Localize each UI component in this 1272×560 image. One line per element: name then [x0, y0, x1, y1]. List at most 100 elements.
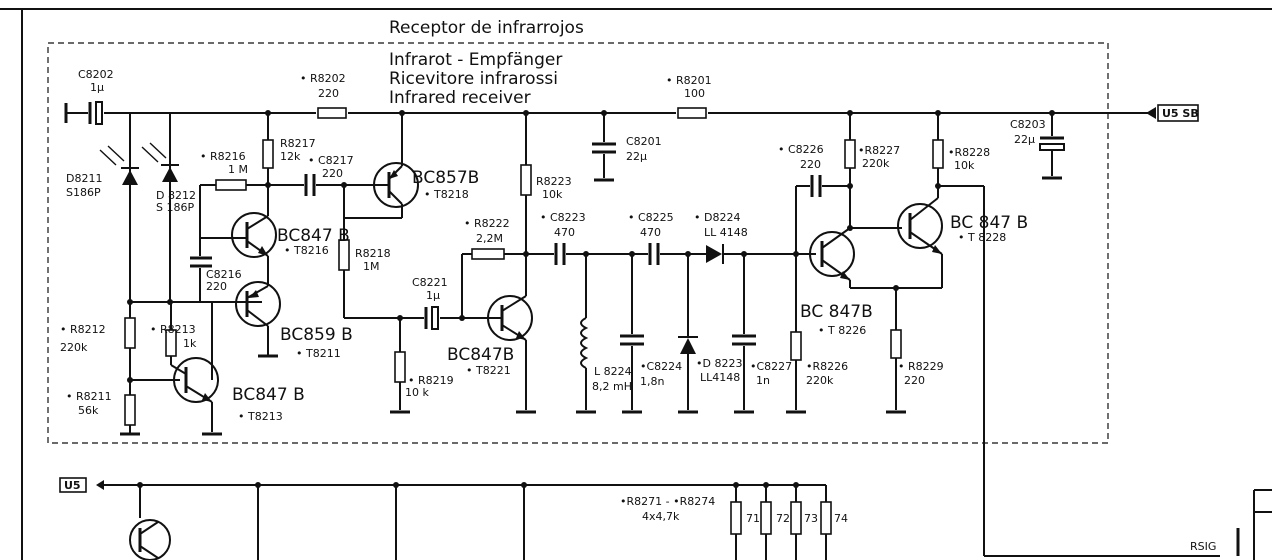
c8223-ref: • C8223 [540, 211, 586, 224]
r8213-value: 1k [183, 337, 197, 350]
photodiode-d8212 [141, 113, 179, 302]
r8223-ref: R8223 [536, 175, 572, 188]
diode-d8224 [706, 244, 724, 264]
t8226-type: BC 847B [800, 302, 873, 322]
r8229-ref: • R8229 [898, 360, 944, 373]
r8228-ref: •R8228 [948, 146, 990, 159]
r8223-value: 10k [542, 188, 563, 201]
d8212-ref: D 8212 [156, 189, 196, 202]
c8227-ref: •C8227 [750, 360, 792, 373]
d8212-type: S 186P [156, 201, 194, 214]
r8227-ref: •R8227 [858, 144, 900, 157]
r8211-ref: • R8211 [66, 390, 112, 403]
bank-label-73: 73 [804, 512, 818, 525]
capacitor-c8202 [88, 101, 103, 125]
l8224-ref: L 8224 [594, 365, 632, 378]
transistor-t8218 [373, 113, 419, 218]
d8224-ref: • D8224 [694, 211, 740, 224]
r8222-value: 2,2M [476, 232, 503, 245]
r8212-ref: • R8212 [60, 323, 106, 336]
c8216-ref: C8216 [206, 268, 242, 281]
transistor-t8226 [809, 227, 855, 281]
r8202-value: 220 [318, 87, 339, 100]
capacitor-c8217 [304, 174, 316, 196]
resistor-r8202 [317, 107, 347, 119]
r8218-ref: R8218 [355, 247, 391, 260]
capacitor-c8201 [592, 142, 616, 154]
bank-label-74: 74 [834, 512, 848, 525]
t8226-ref: • T 8226 [818, 324, 866, 337]
c8202-ref: C8202 [78, 68, 114, 81]
c8216-value: 220 [206, 280, 227, 293]
c8226-value: 220 [800, 158, 821, 171]
capacitor-c8227 [732, 334, 756, 346]
title-en: Infrared receiver [389, 88, 531, 108]
resistor-bank-r8271-r8274 [730, 485, 832, 560]
port-u5sb [1146, 104, 1199, 122]
t8216-ref: • T8216 [284, 244, 329, 257]
r8229-value: 220 [904, 374, 925, 387]
resistor-r8217 [262, 139, 274, 169]
resistor-r8216 [215, 179, 247, 191]
c8221-ref: C8221 [412, 276, 448, 289]
t8211-type: BC859 B [280, 325, 353, 345]
r8216-value: 1 M [228, 163, 248, 176]
r8227-value: 220k [862, 157, 890, 170]
t8218-type: BC857B [412, 168, 479, 188]
title-it: Ricevitore infrarossi [389, 69, 558, 89]
t8221-ref: • T8221 [466, 364, 511, 377]
c8201-ref: C8201 [626, 135, 662, 148]
r8271-value: 4x4,7k [642, 510, 680, 523]
capacitor-c8203 [1039, 136, 1065, 151]
c8224-value: 1,8n [640, 375, 664, 388]
diode-d8223 [678, 336, 698, 354]
port-u5-label: U5 [64, 479, 81, 492]
r8217-ref: R8217 [280, 137, 316, 150]
t8228-type: BC 847 B [950, 213, 1028, 233]
c8226-ref: • C8226 [778, 143, 824, 156]
d8211-type: S186P [66, 186, 101, 199]
r8271-ref: •R8271 - •R8274 [620, 495, 715, 508]
inductor-l8224 [580, 317, 589, 369]
c8201-value: 22μ [626, 150, 647, 163]
r8212-value: 220k [60, 341, 88, 354]
d8211-ref: D8211 [66, 172, 102, 185]
c8225-ref: • C8225 [628, 211, 674, 224]
transistor-bottom [129, 519, 171, 560]
c8217-value: 220 [322, 167, 343, 180]
resistor-r8201 [677, 107, 707, 119]
r8211-value: 56k [78, 404, 99, 417]
c8203-value: 22μ [1014, 133, 1035, 146]
port-u5sb-label: U5 SB [1162, 107, 1199, 120]
resistor-r8222 [471, 248, 505, 260]
title-es: Receptor de infrarrojos [389, 18, 584, 38]
t8213-type: BC847 B [232, 385, 305, 405]
d8224-type: LL 4148 [704, 226, 748, 239]
c8227-value: 1n [756, 374, 770, 387]
r8226-value: 220k [806, 374, 834, 387]
r8218-value: 1M [363, 260, 380, 273]
c8223-value: 470 [554, 226, 575, 239]
r8219-value: 10 k [405, 386, 429, 399]
c8225-value: 470 [640, 226, 661, 239]
t8221-type: BC847B [447, 345, 514, 365]
transistor-t8221 [487, 295, 536, 414]
t8213-ref: • T8213 [238, 410, 283, 423]
r8219-ref: • R8219 [408, 374, 454, 387]
transistor-t8213 [170, 357, 222, 436]
capacitor-c8224 [620, 334, 644, 346]
c8224-ref: •C8224 [640, 360, 682, 373]
transistor-t8216 [200, 212, 277, 258]
c8203-ref: C8203 [1010, 118, 1046, 131]
t8218-ref: • T8218 [424, 188, 469, 201]
capacitor-c8221 [424, 306, 439, 330]
capacitor-c8216 [190, 256, 212, 268]
capacitor-c8225 [648, 243, 660, 265]
c8221-value: 1μ [426, 289, 440, 302]
capacitor-c8223 [554, 243, 566, 265]
d8223-ref: •D 8223 [696, 357, 742, 370]
resistor-r8228 [932, 139, 944, 169]
resistor-r8229 [890, 329, 902, 359]
r8216-ref: • R8216 [200, 150, 246, 163]
